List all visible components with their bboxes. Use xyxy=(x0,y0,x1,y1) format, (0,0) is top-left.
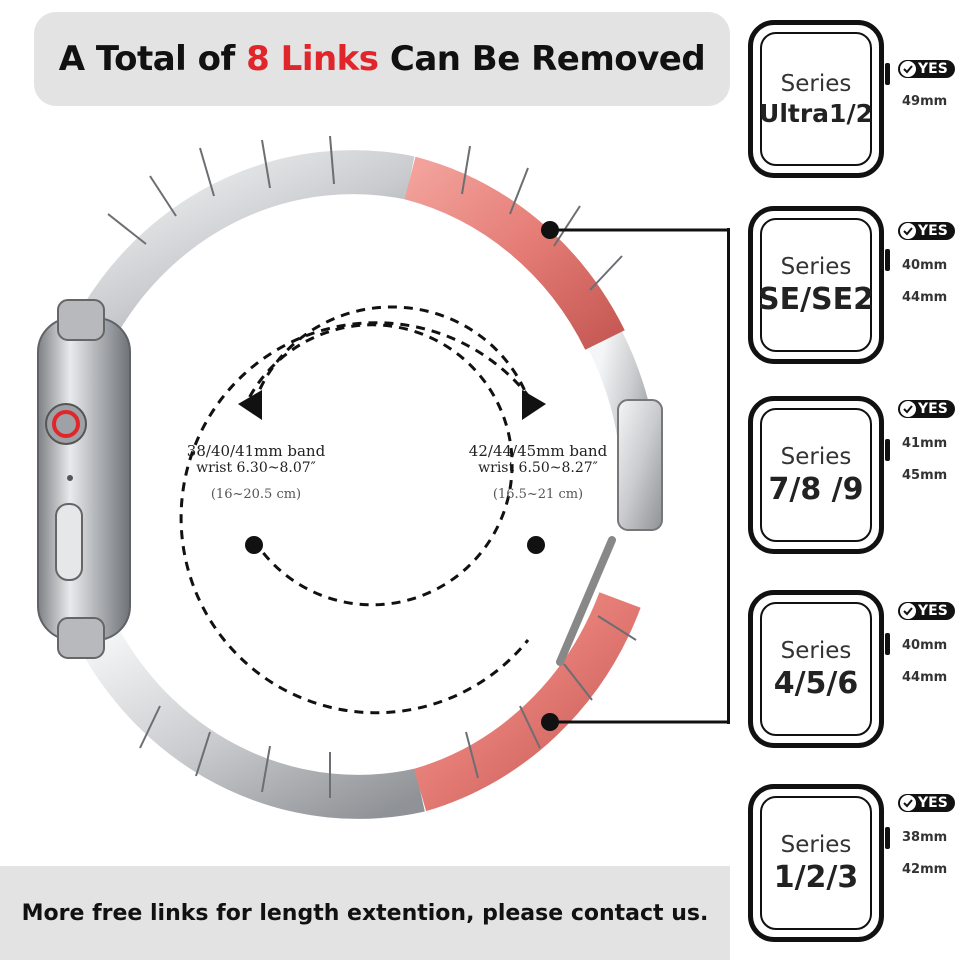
title-prefix: A Total of xyxy=(58,39,247,79)
yes-badge: YES xyxy=(898,400,955,418)
band-size-text: 42/44/45mm band xyxy=(468,442,608,460)
series-label: Series xyxy=(780,253,852,280)
compat-card-1-2-3: Series 1/2/3 YES 38mm 42mm xyxy=(740,778,960,946)
watch-outline-icon: Series Ultra1/2 xyxy=(748,20,890,178)
size-item: 40mm xyxy=(902,258,948,273)
connector-line xyxy=(727,228,730,724)
size-item: 44mm xyxy=(902,670,948,685)
band-cm-text: (16.5~21 cm) xyxy=(492,486,584,502)
size-item: 38mm xyxy=(902,830,948,845)
yes-text: YES xyxy=(918,401,948,417)
compat-card-7-8-9: Series 7/8 /9 YES 41mm 45mm xyxy=(740,390,960,558)
yes-text: YES xyxy=(918,223,948,239)
yes-badge: YES xyxy=(898,222,955,240)
band-size-text: 38/40/41mm band xyxy=(186,442,326,460)
size-item: 44mm xyxy=(902,290,948,305)
link-separators xyxy=(107,135,637,798)
check-circle-icon xyxy=(900,603,916,619)
band-removable-links xyxy=(404,156,641,812)
series-label: Series xyxy=(780,443,852,470)
compat-card-4-5-6: Series 4/5/6 YES 40mm 44mm xyxy=(740,584,960,752)
size-list: 41mm 45mm xyxy=(902,428,947,492)
size-item: 40mm xyxy=(902,638,948,653)
compat-card-se: Series SE/SE2 YES 40mm 44mm xyxy=(740,200,960,368)
watch-outline-icon: Series 4/5/6 xyxy=(748,590,890,748)
band-cm-text: (16~20.5 cm) xyxy=(210,486,302,502)
yes-text: YES xyxy=(918,603,948,619)
size-item: 45mm xyxy=(902,468,948,483)
series-model: Ultra1/2 xyxy=(759,98,873,128)
check-circle-icon xyxy=(900,223,916,239)
digital-crown-icon xyxy=(45,403,87,445)
band-wrist-text: wrist 6.50~8.27″ xyxy=(478,460,598,476)
series-label: Series xyxy=(780,637,852,664)
band-clasp xyxy=(617,399,663,531)
watch-outline-icon: Series 1/2/3 xyxy=(748,784,890,942)
series-label: Series xyxy=(780,831,852,858)
side-button xyxy=(55,503,83,581)
compat-card-ultra: Series Ultra1/2 YES 49mm xyxy=(740,14,960,182)
yes-badge: YES xyxy=(898,60,955,78)
band-label-small: 38/40/41mm band wrist 6.30~8.07″ (16~20.… xyxy=(166,442,346,502)
size-list: 40mm 44mm xyxy=(902,250,947,314)
yes-badge: YES xyxy=(898,602,955,620)
size-list: 40mm 44mm xyxy=(902,630,947,694)
watch-outline-icon: Series 7/8 /9 xyxy=(748,396,890,554)
check-circle-icon xyxy=(900,61,916,77)
series-label: Series xyxy=(780,70,852,97)
check-circle-icon xyxy=(900,401,916,417)
title-suffix: Can Be Removed xyxy=(378,39,706,79)
series-model: 7/8 /9 xyxy=(768,471,864,507)
size-item: 49mm xyxy=(902,94,948,109)
yes-text: YES xyxy=(918,61,948,77)
watch-outline-icon: Series SE/SE2 xyxy=(748,206,890,364)
series-model: 1/2/3 xyxy=(773,859,859,895)
size-list: 38mm 42mm xyxy=(902,822,947,886)
title-highlight: 8 Links xyxy=(246,39,379,79)
band-wrist-text: wrist 6.30~8.07″ xyxy=(196,460,316,476)
page-title: A Total of 8 Links Can Be Removed xyxy=(34,12,730,106)
size-item: 41mm xyxy=(902,436,948,451)
watch-body xyxy=(37,299,131,659)
footer-note: More free links for length extention, pl… xyxy=(0,866,730,960)
series-model: 4/5/6 xyxy=(773,665,859,701)
size-list: 49mm xyxy=(902,86,947,118)
yes-badge: YES xyxy=(898,794,955,812)
check-circle-icon xyxy=(900,795,916,811)
yes-text: YES xyxy=(918,795,948,811)
band-label-large: 42/44/45mm band wrist 6.50~8.27″ (16.5~2… xyxy=(448,442,628,502)
size-item: 42mm xyxy=(902,862,948,877)
dashed-arrow-icon xyxy=(179,305,532,715)
series-model: SE/SE2 xyxy=(757,281,875,317)
